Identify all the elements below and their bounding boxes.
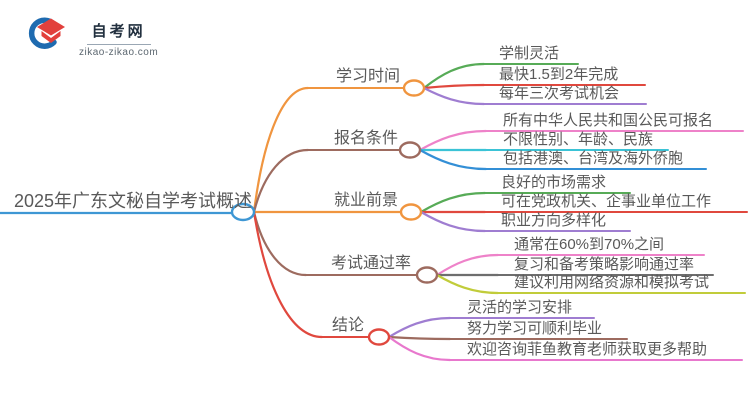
edge-branch-child — [419, 191, 487, 214]
child-label: 学制灵活 — [499, 45, 560, 62]
logo-title: 自考网 — [91, 23, 146, 40]
edge-root-branch — [252, 148, 310, 214]
child-label: 每年三次考试机会 — [499, 85, 620, 102]
edge-branch-child — [422, 83, 486, 90]
child-label: 良好的市场需求 — [501, 174, 607, 191]
branch-label: 学习时间 — [336, 68, 401, 85]
node-circle — [415, 266, 439, 284]
node-circle — [367, 328, 391, 346]
child-label: 所有中华人民共和国公民可报名 — [503, 112, 714, 129]
edge-root-branch — [252, 210, 308, 277]
child-label: 复习和备考策略影响通过率 — [514, 256, 695, 273]
edge-branch-child — [419, 210, 487, 233]
edge-branch-child — [418, 148, 488, 171]
child-label: 灵活的学习安排 — [467, 299, 573, 316]
edge-branch-child — [422, 86, 486, 106]
logo-divider — [86, 44, 151, 45]
child-label: 包括港澳、台湾及海外侨胞 — [503, 150, 684, 167]
node-circle — [398, 141, 422, 159]
child-label: 努力学习可顺利毕业 — [467, 320, 603, 337]
logo-url: zikao-zikao.com — [79, 47, 159, 58]
edge-branch-child — [387, 335, 452, 362]
node-circle — [399, 203, 423, 221]
edge-branch-child — [418, 129, 488, 152]
edge-branch-child — [422, 62, 486, 90]
edge-root-branch — [252, 210, 324, 339]
branch-label: 结论 — [332, 317, 365, 334]
child-label: 职业方向多样化 — [501, 212, 607, 229]
edge-root-branch — [252, 86, 310, 214]
edge-branch-child — [387, 316, 452, 339]
branch-label: 报名条件 — [334, 130, 399, 147]
child-label: 建议利用网络资源和模拟考试 — [514, 274, 710, 291]
logo-text: 自考网 zikao-zikao.com — [79, 14, 158, 58]
edge-branch-child — [387, 335, 452, 341]
graduation-cap-icon — [28, 17, 65, 49]
logo: 自考网 zikao-zikao.com — [27, 14, 158, 58]
edge-branch-child — [435, 273, 500, 295]
child-label: 不限性别、年龄、民族 — [503, 131, 654, 148]
edge-branch-child — [435, 253, 500, 277]
child-label: 可在党政机关、企事业单位工作 — [501, 193, 712, 210]
node-circle — [402, 79, 426, 97]
branch-label: 考试通过率 — [331, 255, 412, 272]
node-circle — [230, 202, 256, 222]
branch-label: 就业前景 — [334, 192, 399, 209]
root-label: 2025年广东文秘自学考试概述 — [14, 191, 253, 211]
child-label: 通常在60%到70%之间 — [514, 236, 665, 253]
child-label: 最快1.5到2年完成 — [499, 66, 619, 83]
child-label: 欢迎咨询菲鱼教育老师获取更多帮助 — [467, 341, 708, 358]
